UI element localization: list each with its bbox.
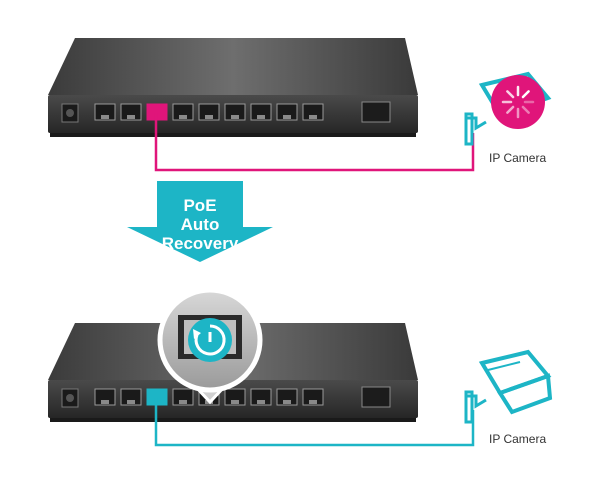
switch-top-port-latch-5 <box>205 115 213 119</box>
down-arrow <box>127 181 273 262</box>
ip-camera-top <box>464 71 552 146</box>
recovery-arrowhead-icon <box>193 329 201 339</box>
switch-top-port-6 <box>224 103 246 121</box>
switch-top-port-latch-7 <box>257 115 265 119</box>
switch-bottom-port-9 <box>302 388 324 406</box>
spinner-tick <box>521 105 530 114</box>
camera-top-bracket <box>464 112 474 146</box>
ip-camera-bottom <box>464 349 553 424</box>
switch-top-port-latch-1 <box>101 115 109 119</box>
switch-top-port-latch-4 <box>179 115 187 119</box>
switch-top-port-7 <box>250 103 272 121</box>
switch-top-port-latch-6 <box>231 115 239 119</box>
camera-bottom-label: IP Camera <box>489 432 547 446</box>
switch-bottom-port-7 <box>250 388 272 406</box>
switch-bottom-port-8 <box>276 388 298 406</box>
switch-bottom-sfp-port <box>361 386 391 408</box>
switch-bottom-port-latch-6 <box>231 400 239 404</box>
link-line-fault <box>154 113 475 172</box>
spinner-tick <box>521 90 530 99</box>
switch-top-port-5 <box>198 103 220 121</box>
switch-bottom-port-latch-2 <box>127 400 135 404</box>
switch-bottom-port-latch-1 <box>101 400 109 404</box>
camera-bottom-mount <box>467 394 487 409</box>
switch-top-base <box>50 133 416 137</box>
camera-bottom-detail <box>487 361 521 371</box>
switch-bottom-ports <box>94 388 324 406</box>
switch-top-port-latch-9 <box>309 115 317 119</box>
fault-indicator <box>491 75 545 129</box>
switch-top-port-latch-8 <box>283 115 291 119</box>
switch-top-port-latch-2 <box>127 115 135 119</box>
switch-bottom-port-latch-7 <box>257 400 265 404</box>
switch-bottom-port-6 <box>224 388 246 406</box>
camera-bottom-bracket <box>464 390 474 424</box>
switch-top-port-9 <box>302 103 324 121</box>
zoom-bubble <box>157 287 263 405</box>
link-line-recovered <box>154 398 475 447</box>
switch-top-port-1 <box>94 103 116 121</box>
feature-label: PoE Auto Recovery <box>140 196 260 253</box>
switch-bottom-base <box>50 418 416 422</box>
switch-top-port-4 <box>172 103 194 121</box>
switch-top <box>48 38 418 137</box>
switch-bottom-port-latch-4 <box>179 400 187 404</box>
camera-top-mount <box>467 116 487 131</box>
feature-label-line-1: PoE <box>183 196 217 215</box>
switch-top-chassis-top <box>48 38 418 95</box>
camera-top-label: IP Camera <box>489 151 547 165</box>
feature-label-line-3: Recovery <box>161 234 239 253</box>
switch-bottom-port-latch-9 <box>309 400 317 404</box>
loading-spinner-icon <box>501 85 535 119</box>
switch-top-port-2 <box>120 103 142 121</box>
power-recovery-icon <box>194 324 226 356</box>
switch-top-power-jack-hole <box>66 109 74 117</box>
switch-bottom-port-latch-8 <box>283 400 291 404</box>
switch-top-ports <box>94 103 324 121</box>
switch-bottom-port-1 <box>94 388 116 406</box>
switch-top-port-8 <box>276 103 298 121</box>
switch-bottom-power-jack-hole <box>66 394 74 402</box>
switch-top-sfp-port <box>361 101 391 123</box>
spinner-tick <box>506 105 515 114</box>
spinner-tick <box>506 90 515 99</box>
switch-bottom-port-2 <box>120 388 142 406</box>
camera-bottom-lens <box>496 373 553 415</box>
switch-bottom-port-4 <box>172 388 194 406</box>
feature-label-line-2: Auto <box>180 215 220 234</box>
